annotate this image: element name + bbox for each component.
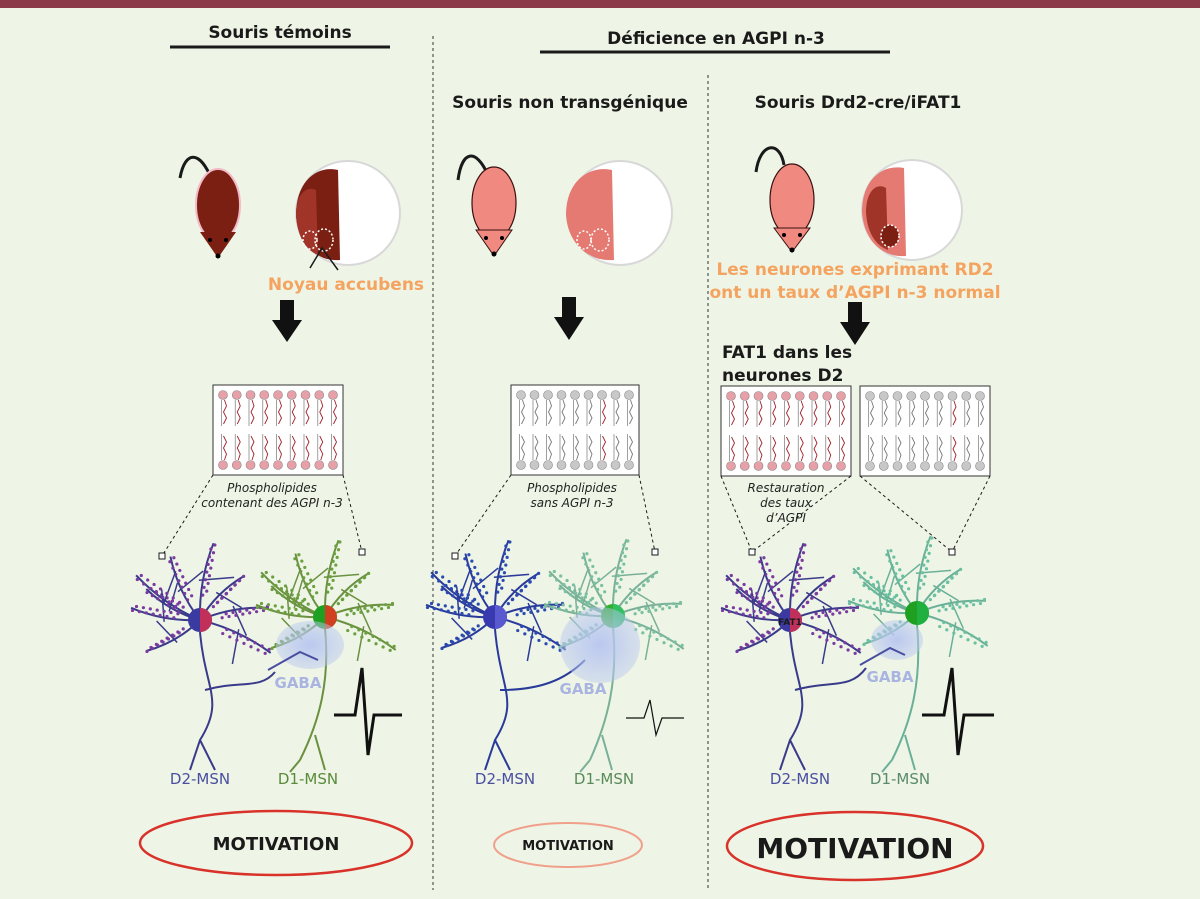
motivation-ellipse-non-transgenic <box>493 822 643 868</box>
accumbens-pointer <box>309 246 339 271</box>
mouse-control <box>178 155 241 259</box>
caption-nontrans-line2: sans AGPI n-3 <box>531 496 614 510</box>
label-motivation-transgenic: MOTIVATION <box>756 832 953 865</box>
d1-neuron-transgenic <box>847 535 989 773</box>
arrow-control <box>272 300 302 342</box>
caption-restore-line3: d’AGPI <box>766 511 806 525</box>
fat1-badge: FAT1 <box>778 618 802 628</box>
action-potential-non-transgenic <box>626 699 684 738</box>
caption-restore-line1: Restauration <box>748 481 825 495</box>
caption-restore-line2: des taux <box>760 496 813 510</box>
label-d1-control: D1-MSN <box>278 770 338 788</box>
d2-neuron-transgenic <box>720 542 867 771</box>
gaba-synapse-non-transgenic <box>560 607 640 683</box>
gaba-synapse-transgenic <box>871 620 923 660</box>
caption-nontrans-line1: Phospholipides <box>527 481 617 495</box>
label-d1-transgenic: D1-MSN <box>870 770 930 788</box>
neuron-group-non-transgenic <box>425 538 685 773</box>
header-non-transgenic: Souris non transgénique <box>452 93 688 113</box>
mouse-transgenic <box>754 146 815 253</box>
label-d2-control: D2-MSN <box>170 770 230 788</box>
action-potential-transgenic <box>922 667 994 756</box>
label-fat1-line2: neurones D2 <box>722 366 843 386</box>
zoom-markers <box>158 548 956 560</box>
brain-transgenic <box>861 159 963 261</box>
motivation-ellipse-transgenic <box>725 810 985 882</box>
label-gaba-transgenic: GABA <box>867 668 914 686</box>
label-motivation-non-transgenic: MOTIVATION <box>522 839 614 854</box>
mouse-non-transgenic <box>456 154 517 257</box>
caption-control-line1: Phospholipides <box>227 481 317 495</box>
label-fat1-line1: FAT1 dans les <box>722 343 852 363</box>
label-rd2-line1: Les neurones exprimant RD2 <box>716 260 993 280</box>
top-bar <box>0 0 1200 8</box>
d2-neuron-control <box>130 542 276 771</box>
arrow-non-transgenic <box>554 297 584 340</box>
action-potential-control <box>334 667 402 756</box>
zoom-lines <box>161 474 991 557</box>
label-gaba-control: GABA <box>275 674 322 692</box>
neuron-group-transgenic <box>720 535 989 773</box>
gaba-synapse-control <box>276 621 344 669</box>
motivation-ellipse-control <box>138 809 414 877</box>
phospholipid-box-plain <box>859 385 991 477</box>
brain-non-transgenic <box>566 160 673 266</box>
neuron-group-control <box>130 539 397 773</box>
label-d2-non-transgenic: D2-MSN <box>475 770 535 788</box>
label-nucleus-accumbens: Noyau accubens <box>268 275 424 295</box>
header-deficiency: Déficience en AGPI n-3 <box>607 29 825 49</box>
phospholipid-box-restored <box>720 385 852 477</box>
label-motivation-control: MOTIVATION <box>213 834 340 855</box>
label-d1-non-transgenic: D1-MSN <box>574 770 634 788</box>
phospholipid-box-non-transgenic <box>510 384 640 476</box>
label-gaba-non-transgenic: GABA <box>560 680 607 698</box>
caption-control-line2: contenant des AGPI n-3 <box>201 496 342 510</box>
label-d2-transgenic: D2-MSN <box>770 770 830 788</box>
header-control: Souris témoins <box>208 23 351 43</box>
arrow-transgenic <box>840 302 870 345</box>
phospholipid-box-control <box>212 384 344 476</box>
label-rd2-line2: ont un taux d’AGPI n-3 normal <box>709 283 1000 303</box>
header-transgenic: Souris Drd2-cre/iFAT1 <box>755 93 962 113</box>
brain-control <box>295 160 401 266</box>
